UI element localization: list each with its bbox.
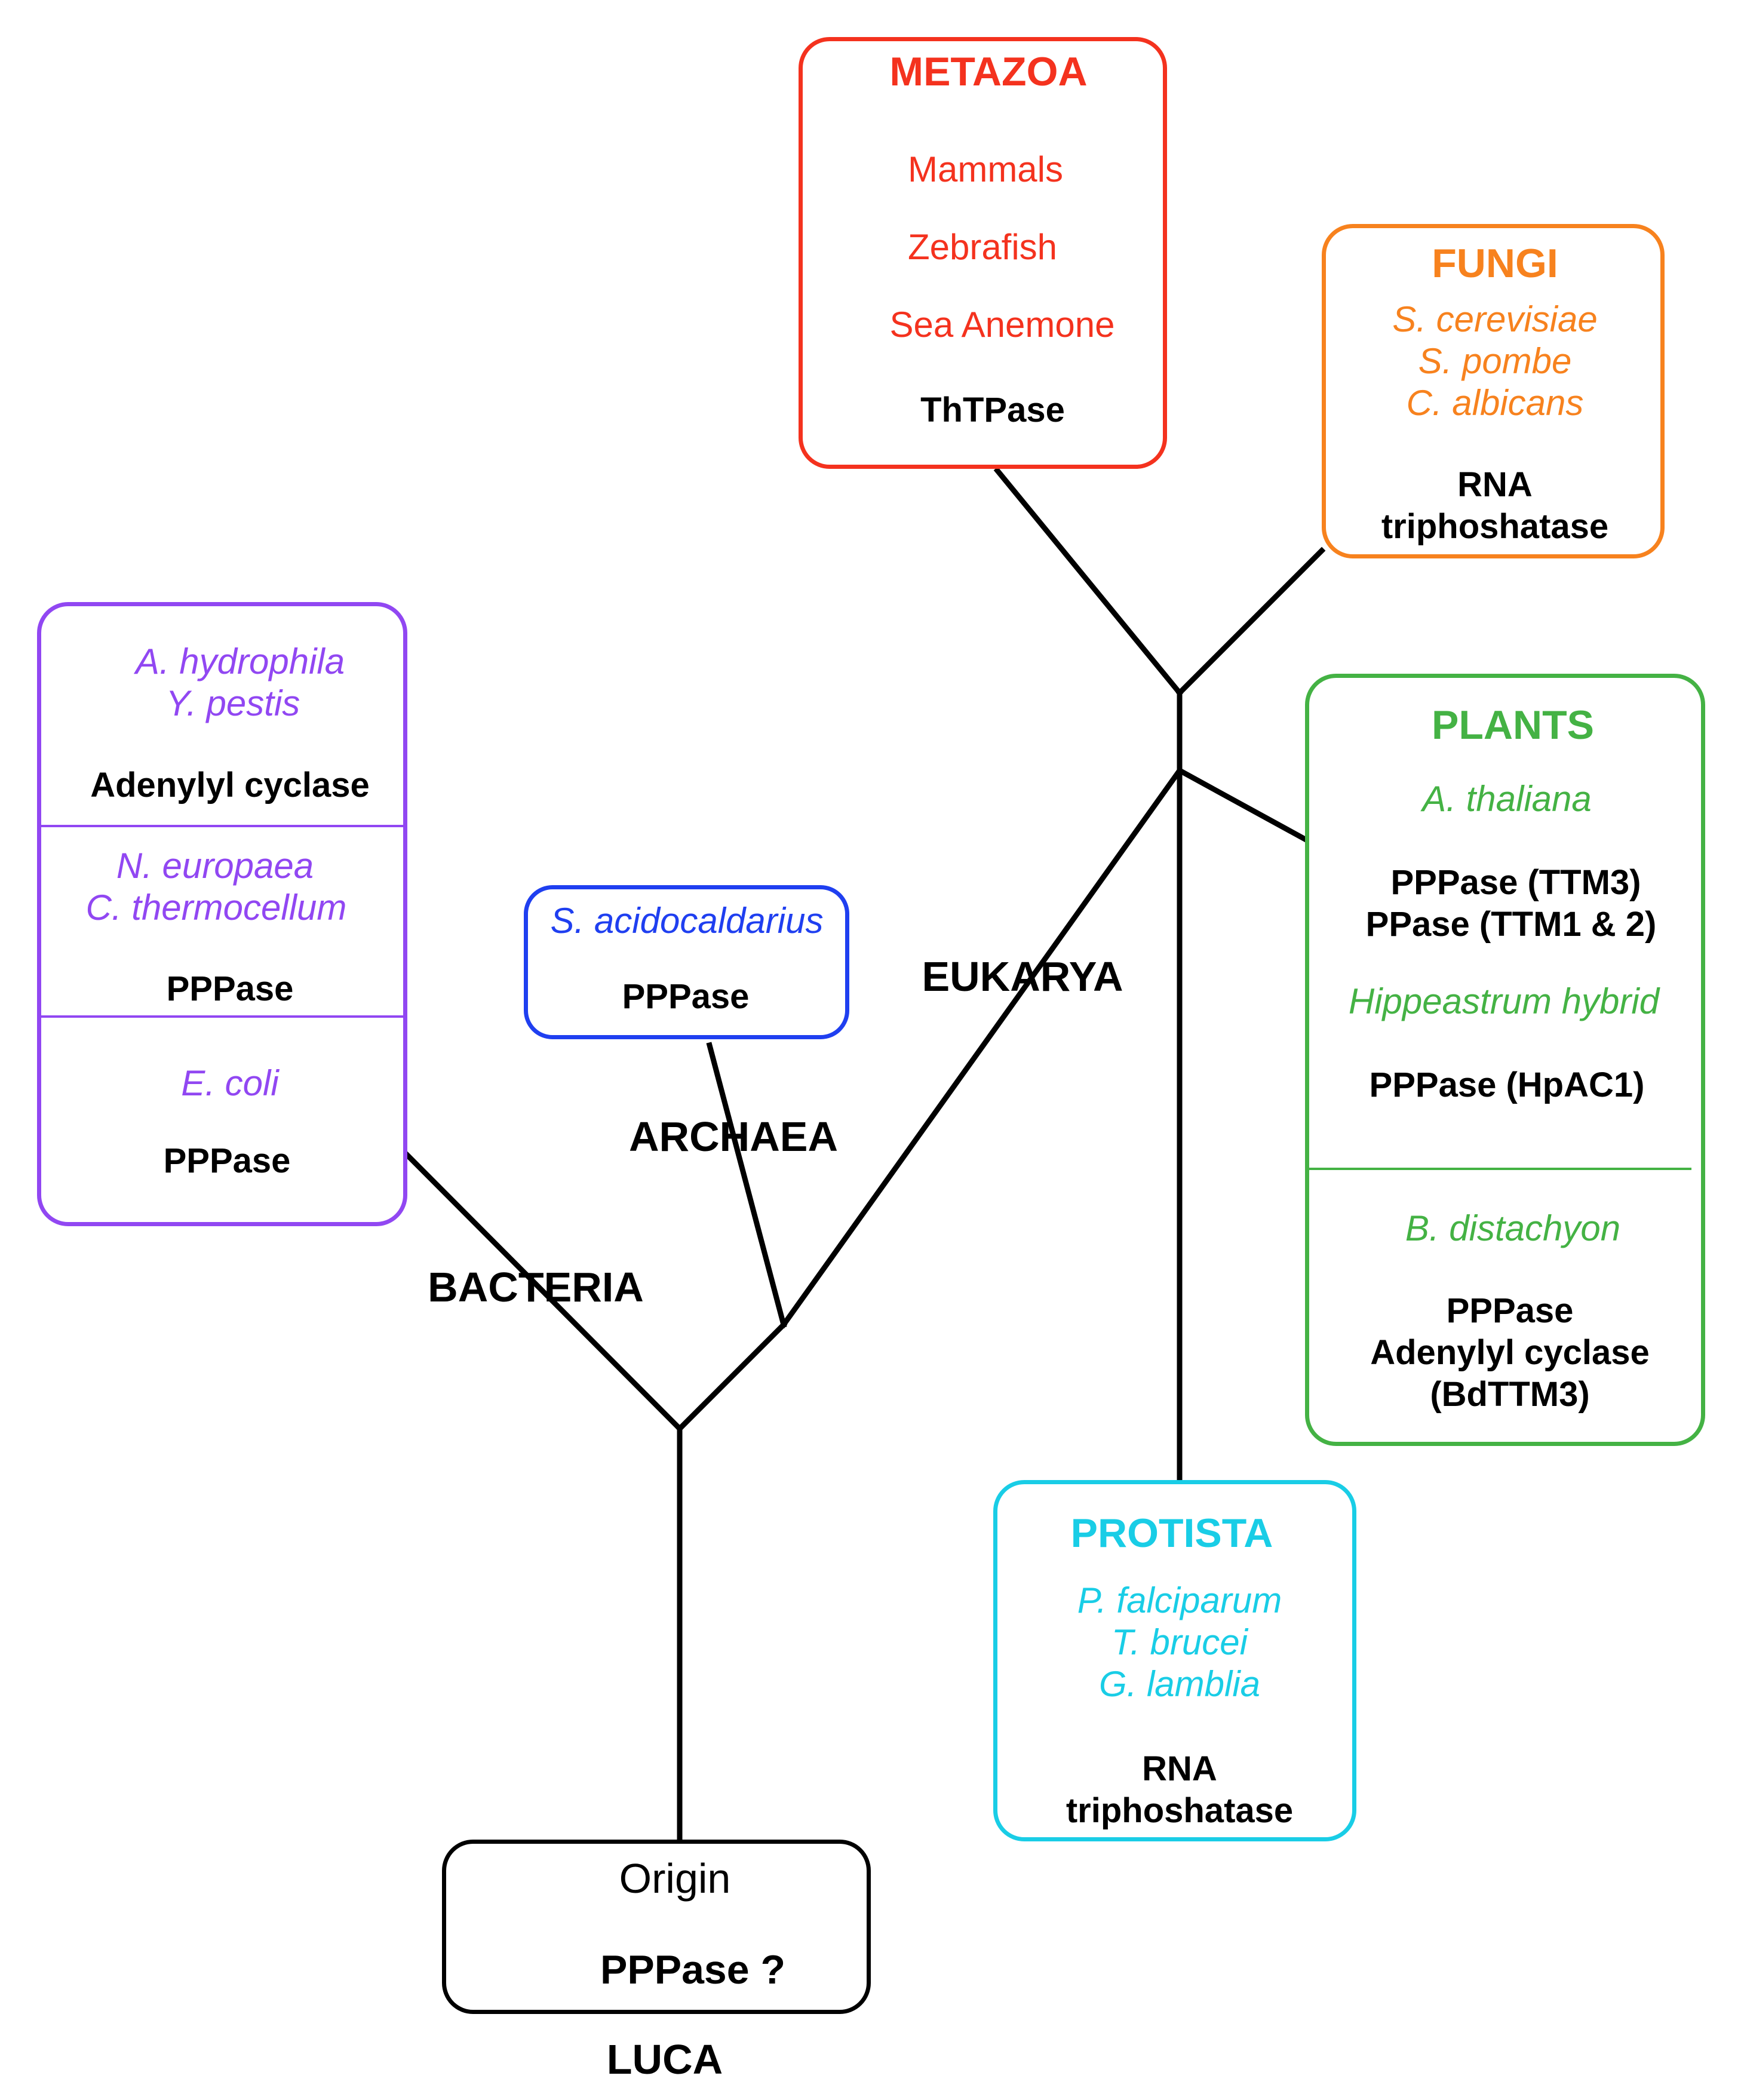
- protista-species-p-falciparum: P. falciparum: [1077, 1580, 1282, 1620]
- eukarya-branch: [779, 766, 1184, 1329]
- metazoa-box: [799, 37, 1167, 469]
- fungi-enzyme-line1: RNA: [1457, 465, 1533, 504]
- plants-group-divider: [1309, 1168, 1691, 1170]
- bacteria-enzyme-adenylyl-cyclase: Adenylyl cyclase: [90, 766, 370, 805]
- archaea-branch: [706, 1042, 787, 1328]
- protista-box: [993, 1480, 1356, 1841]
- fungi-enzyme-line2: triphoshatase: [1381, 507, 1609, 546]
- bacteria-species-a-hydrophila: A. hydrophila: [135, 641, 345, 681]
- archaea-box: [524, 885, 849, 1039]
- fungi-species-c-albicans: C. albicans: [1406, 383, 1584, 423]
- bacteria-species-y-pestis: Y. pestis: [165, 683, 300, 723]
- plants-species-b-distachyon: B. distachyon: [1405, 1208, 1621, 1248]
- metazoa-title: METAZOA: [889, 49, 1088, 94]
- fungi-species-s-cerevisiae: S. cerevisiae: [1392, 299, 1598, 339]
- archaea-enzyme: PPPase: [622, 977, 750, 1016]
- bacteria-box: [37, 602, 407, 1226]
- metazoa-species-sea-anemone: Sea Anemone: [889, 305, 1115, 345]
- protista-enzyme-line2: triphoshatase: [1066, 1791, 1294, 1830]
- plants-enzyme-a-thaliana-line2: PPase (TTM1 & 2): [1365, 905, 1657, 944]
- origin-title: Origin: [619, 1855, 731, 1902]
- fungi-branch: [1175, 547, 1326, 697]
- branch-label-bacteria: BACTERIA: [428, 1264, 644, 1310]
- archaea-eukarya-stem: [676, 1321, 788, 1433]
- bacteria-species-c-thermocellum: C. thermocellum: [85, 888, 347, 928]
- plants-species-a-thaliana: A. thaliana: [1422, 779, 1592, 819]
- protista-species-g-lamblia: G. lamblia: [1098, 1664, 1261, 1704]
- metazoa-branch: [993, 466, 1184, 697]
- plants-enzyme-b-distachyon-line3: (BdTTM3): [1430, 1375, 1590, 1414]
- plants-enzyme-hippeastrum: PPPase (HpAC1): [1369, 1066, 1645, 1104]
- plants-enzyme-a-thaliana-line1: PPPase (TTM3): [1390, 863, 1641, 902]
- protista-species-t-brucei: T. brucei: [1112, 1622, 1248, 1662]
- bacteria-species-e-coli: E. coli: [181, 1063, 279, 1103]
- bacteria-branch: [399, 1147, 684, 1433]
- protista-title: PROTISTA: [1070, 1510, 1273, 1556]
- metazoa-species-mammals: Mammals: [907, 149, 1064, 189]
- bacteria-species-n-europaea: N. europaea: [116, 846, 314, 886]
- plants-box: [1305, 674, 1705, 1446]
- metazoa-enzyme: ThTPase: [920, 391, 1065, 429]
- plants-title: PLANTS: [1432, 702, 1594, 748]
- archaea-species: S. acidocaldarius: [550, 901, 824, 941]
- branch-label-archaea: ARCHAEA: [629, 1113, 838, 1160]
- branch-label-luca: LUCA: [606, 2036, 723, 2083]
- plants-branch: [1175, 766, 1309, 843]
- plants-species-hippeastrum: Hippeastrum hybrid: [1348, 981, 1660, 1021]
- bacteria-enzyme-pppase-2: PPPase: [163, 1141, 291, 1180]
- fungi-title: FUNGI: [1432, 241, 1558, 286]
- bacteria-divider-2: [41, 1015, 403, 1018]
- branch-label-eukarya: EUKARYA: [922, 953, 1123, 1000]
- plants-enzyme-b-distachyon-line2: Adenylyl cyclase: [1370, 1333, 1650, 1372]
- fungi-box: [1322, 224, 1665, 558]
- plants-enzyme-b-distachyon-line1: PPPase: [1446, 1291, 1574, 1330]
- protista-enzyme-line1: RNA: [1142, 1749, 1217, 1788]
- bacteria-enzyme-pppase-1: PPPase: [166, 969, 294, 1008]
- bacteria-divider-1: [41, 825, 403, 827]
- origin-box: [442, 1840, 871, 2014]
- origin-enzyme: PPPase ?: [600, 1947, 785, 1992]
- fungi-species-s-pombe: S. pombe: [1418, 341, 1572, 381]
- metazoa-species-zebrafish: Zebrafish: [907, 227, 1058, 267]
